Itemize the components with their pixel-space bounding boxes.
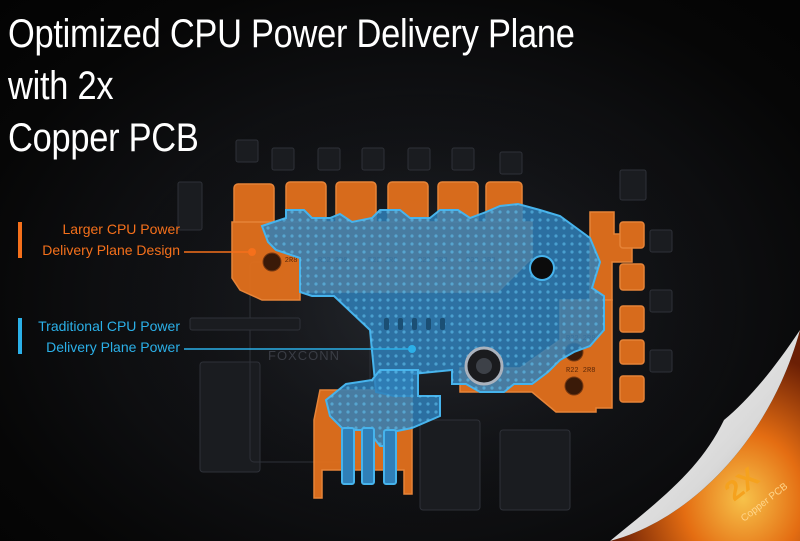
larger-plane-callout: Larger CPU Power Delivery Plane Design — [24, 219, 180, 261]
callout-leaders — [184, 248, 416, 353]
foxconn-silkscreen: FOXCONN — [268, 348, 340, 363]
background-components — [177, 139, 673, 511]
traditional-power-plane — [260, 202, 605, 485]
traditional-plane-callout: Traditional CPU Power Delivery Plane Pow… — [24, 316, 180, 358]
traditional-plane-line-2: Delivery Plane Power — [46, 339, 180, 355]
traditional-plane-line-1: Traditional CPU Power — [38, 318, 180, 334]
title-line-2: Copper PCB — [8, 116, 199, 160]
title-line-1: Optimized CPU Power Delivery Plane with … — [8, 12, 575, 108]
page-title: Optimized CPU Power Delivery Plane with … — [8, 8, 627, 164]
svg-text:R22 2R8: R22 2R8 — [566, 367, 595, 375]
larger-plane-marker — [18, 222, 22, 258]
traditional-plane-marker — [18, 318, 22, 354]
larger-plane-line-2: Delivery Plane Design — [42, 242, 180, 258]
copper-pcb-badge: 2X Copper PCB — [610, 330, 800, 541]
svg-text:R22 2R8: R22 2R8 — [268, 257, 297, 265]
larger-plane-line-1: Larger CPU Power — [62, 221, 181, 237]
